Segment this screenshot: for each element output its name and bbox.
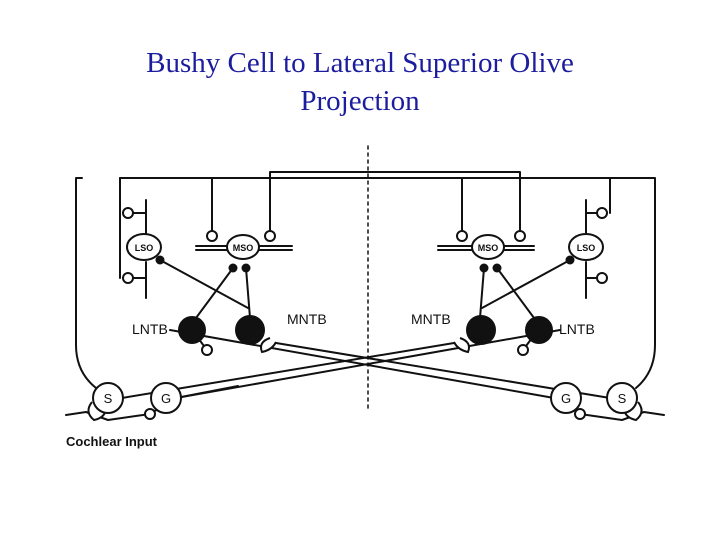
mntb-left-soma xyxy=(235,315,265,345)
label-s-left: S xyxy=(104,391,113,406)
terminal-right-mso-out-b xyxy=(492,263,502,273)
brainstem-outline-right xyxy=(609,177,656,389)
calyx-right-s xyxy=(623,401,643,422)
label-g-right: G xyxy=(561,391,571,406)
g-left-soma xyxy=(150,382,182,414)
fiber-left-g-to-right-mntb xyxy=(175,329,561,399)
fiber-right-g-to-left-mntb xyxy=(169,329,555,399)
terminal-right-mso-out-a xyxy=(479,263,489,273)
lso-left-soma xyxy=(126,233,162,261)
axon-left-mso-to-mntb xyxy=(245,267,251,319)
label-mso-right: MSO xyxy=(478,243,499,253)
lntb-right-soma xyxy=(525,316,553,344)
label-g-left: G xyxy=(161,391,171,406)
s-right-soma xyxy=(606,382,638,414)
label-lntb-left: LNTB xyxy=(132,321,168,337)
lso-right-soma xyxy=(568,233,604,261)
label-mntb-left: MNTB xyxy=(287,311,327,327)
terminal-right-mso-a xyxy=(514,230,526,242)
mntb-right-soma xyxy=(466,315,496,345)
terminal-right-lntb xyxy=(517,344,529,356)
title-line-2: Projection xyxy=(300,85,420,117)
lntb-left-soma xyxy=(178,316,206,344)
terminal-right-mso-b xyxy=(456,230,468,242)
terminal-right-lso-bot xyxy=(596,272,608,284)
label-cochlear-input: Cochlear Input xyxy=(66,434,158,449)
terminal-left-mso-b xyxy=(264,230,276,242)
label-lntb-right: LNTB xyxy=(559,321,595,337)
brainstem-outline-left xyxy=(75,177,97,389)
fiber-left-g-to-mid xyxy=(175,385,239,399)
terminal-right-g xyxy=(574,408,586,420)
terminal-left-mso-out-b xyxy=(241,263,251,273)
terminal-left-mso-out-a xyxy=(228,263,238,273)
terminal-left-mso-a xyxy=(206,230,218,242)
axon-right-mso-to-lntb xyxy=(496,267,538,323)
label-lso-left: LSO xyxy=(135,243,154,253)
terminal-left-g xyxy=(144,408,156,420)
title-line-1: Bushy Cell to Lateral Superior Olive xyxy=(146,47,574,79)
mso-left-soma xyxy=(226,234,260,260)
terminal-right-lso-top xyxy=(596,207,608,219)
calyx-left-mntb xyxy=(260,337,277,354)
terminal-left-lso-top xyxy=(122,207,134,219)
terminal-right-lso-out xyxy=(565,255,575,265)
calyx-left-s xyxy=(87,401,107,422)
terminal-left-lso-out xyxy=(155,255,165,265)
label-lso-right: LSO xyxy=(577,243,596,253)
label-mntb-right: MNTB xyxy=(411,311,451,327)
terminal-left-lso-bot xyxy=(122,272,134,284)
calyx-right-mntb xyxy=(453,337,470,354)
terminal-left-lntb xyxy=(201,344,213,356)
label-s-right: S xyxy=(618,391,627,406)
mso-right-soma xyxy=(471,234,505,260)
g-right-soma xyxy=(550,382,582,414)
axon-right-mso-to-mntb xyxy=(479,267,485,319)
s-left-soma xyxy=(92,382,124,414)
slide-title: Bushy Cell to Lateral Superior Olive Pro… xyxy=(0,44,720,120)
axon-right-lso-to-mntb xyxy=(481,259,571,309)
axon-left-mso-to-lntb xyxy=(192,267,234,323)
label-mso-left: MSO xyxy=(233,243,254,253)
axon-left-lso-to-mntb xyxy=(159,259,249,309)
